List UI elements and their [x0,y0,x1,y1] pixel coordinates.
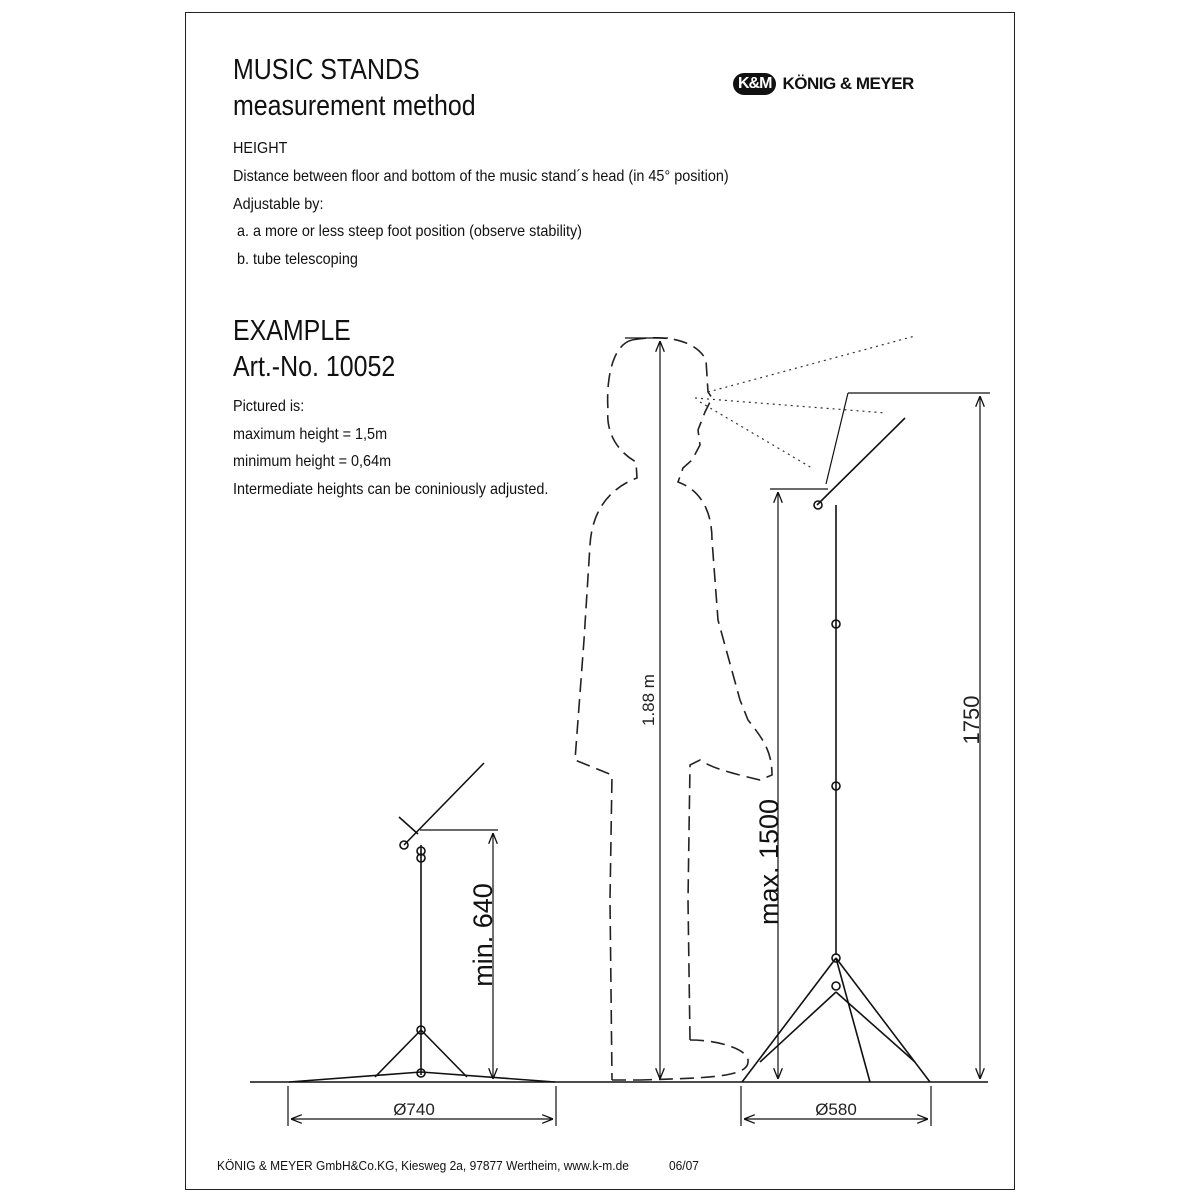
footer: KÖNIG & MEYER GmbH&Co.KG, Kiesweg 2a, 97… [217,1158,699,1173]
min-height-dimension [420,829,498,1079]
person-height-dimension [625,337,668,1079]
max-height-text: maximum height = 1,5m [233,426,388,443]
top-edge-dimension [825,392,990,1079]
sight-lines [694,335,916,469]
base-width-left-dimension [287,1086,557,1126]
base-width-left-label: Ø740 [393,1100,435,1119]
min-height-text: minimum height = 0,64m [233,453,392,470]
base-width-right-label: Ø580 [815,1100,857,1119]
title-line-2: measurement method [233,90,476,122]
height-description: Distance between floor and bottom of the… [233,168,729,185]
small-music-stand [288,762,556,1083]
max-height-dimension [770,488,828,1079]
base-width-right-dimension [740,1086,932,1126]
max-height-label: max. 1500 [754,799,784,925]
height-heading: HEIGHT [233,140,288,157]
footer-address: KÖNIG & MEYER GmbH&Co.KG, Kiesweg 2a, 97… [217,1158,629,1173]
drawing-sheet-border [185,12,1015,1190]
top-edge-height-label: 1750 [959,696,984,745]
adjustable-by-label: Adjustable by: [233,196,324,213]
logo-text: KÖNIG & MEYER [782,74,914,93]
example-heading: EXAMPLE [233,315,351,347]
adjust-option-a: a. a more or less steep foot position (o… [237,223,582,240]
article-number: Art.-No. 10052 [233,351,396,383]
logo-badge: K&M [733,73,777,95]
intermediate-text: Intermediate heights can be coniniously … [233,481,549,498]
title-line-1: MUSIC STANDS [233,54,420,86]
company-logo: K&M KÖNIG & MEYER [733,70,914,98]
page-title: MUSIC STANDS measurement method [233,52,476,124]
footer-date: 06/07 [669,1158,699,1173]
large-music-stand [741,417,931,1083]
adjust-option-b: b. tube telescoping [237,251,358,268]
person-silhouette [574,337,773,1081]
min-height-label: min. 640 [468,883,498,987]
pictured-label: Pictured is: [233,398,305,415]
person-height-label: 1.88 m [639,674,658,726]
example-heading-block: EXAMPLE Art.-No. 10052 [233,313,395,385]
